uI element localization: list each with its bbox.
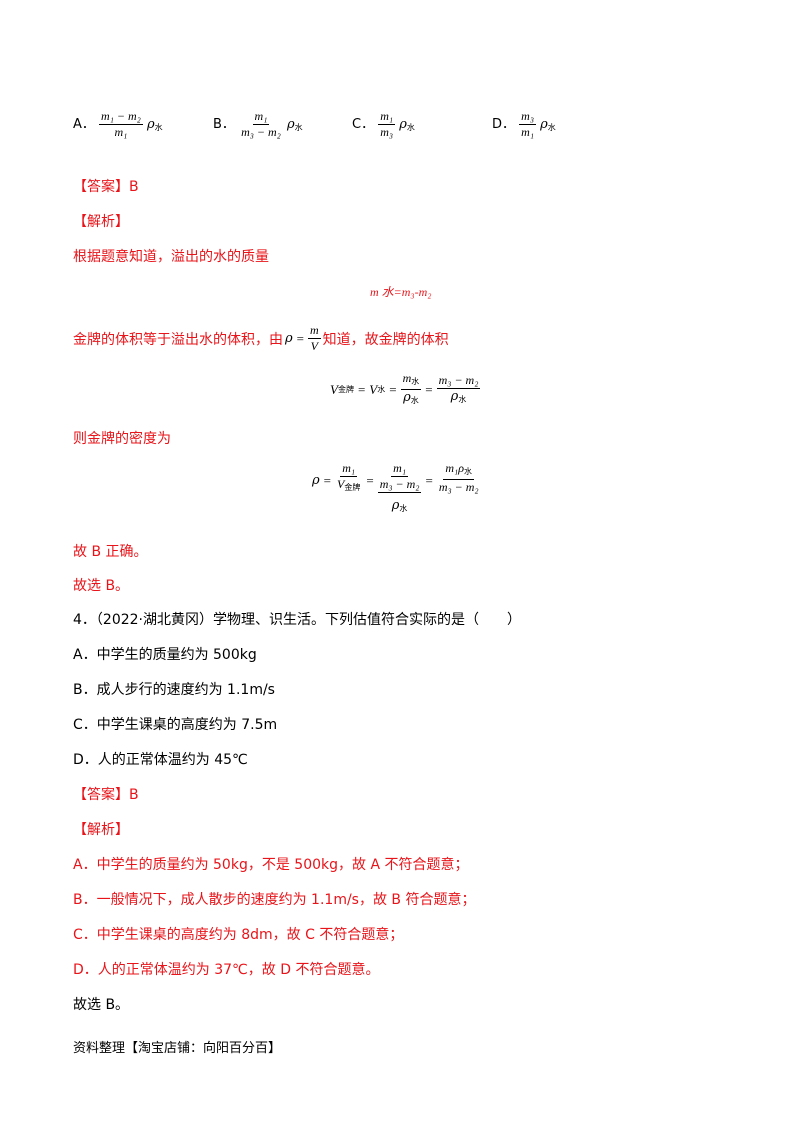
equals-sign: = [323,473,331,488]
water-subscript: 水 [458,394,467,404]
water-subscript: 水 [547,123,556,132]
q3-equation-1: m 水=m₃-m₂ [370,285,432,299]
option-d: D． m₃ m₁ ρ水 [492,110,556,139]
rho-symbol: ρ [399,117,407,132]
q3-equation-3: ρ = m₁ V金牌 = m₁ m₃ − m₂ ρ水 = m₁ρ水 m₃ − m… [312,462,481,515]
q3-answer: 【答案】B [73,179,139,195]
mass-symbol: m [402,371,412,385]
eq3-fraction-2-inner-denominator: ρ水 [390,493,410,515]
eq3-fraction-2-inner-numerator: m₃ − m₂ [377,477,422,493]
q3-conclusion: 故 B 正确。 [73,544,148,560]
rho-symbol: ρ [286,117,295,132]
option-b-fraction: m₁ m₃ − m₂ [239,110,283,139]
eq2-fraction-2-numerator: m₃ − m₂ [436,372,481,389]
eq3-fraction-3-denominator: m₃ − m₂ [438,480,479,494]
water-subscript: 水 [154,123,163,132]
option-a-label: A． [73,117,95,132]
water-subscript: 水 [406,123,415,132]
q3-line-2-suffix: 知道，故金牌的体积 [322,331,449,348]
option-a-denominator: m₁ [114,125,128,139]
density-fraction: m V [308,324,321,353]
gold-subscript: 金牌 [344,483,361,492]
q3-line-3: 则金牌的密度为 [73,431,171,447]
q3-analysis-heading: 【解析】 [73,214,129,230]
volume-symbol: V [369,381,378,397]
option-c: C． m₁ m₃ ρ水 [352,110,415,139]
rho-symbol: ρ [391,498,400,513]
option-c-denominator: m₃ [380,125,394,139]
q4-explanation-b: B．一般情况下，成人散步的速度约为 1.1m/s，故 B 符合题意； [73,892,476,908]
density-denominator: V [310,339,318,353]
q3-line-2: 金牌的体积等于溢出水的体积，由 ρ = m V 知道，故金牌的体积 [73,324,449,353]
water-subscript: 水 [399,504,408,513]
gold-subscript: 金牌 [337,385,354,394]
volume-symbol: V [330,381,338,397]
equals-sign: = [366,473,374,488]
equals-sign: = [425,473,433,488]
density-numerator: m [308,323,321,339]
eq2-fraction-2: m₃ − m₂ ρ水 [436,372,481,406]
eq3-fraction-3-numerator-text: m₁ρ [445,461,464,475]
eq2-fraction-2-denominator: ρ水 [449,389,469,406]
q3-line-2-prefix: 金牌的体积等于溢出水的体积，由 [73,331,283,348]
water-subscript: 水 [294,123,303,132]
q4-option-a: A．中学生的质量约为 500kg [73,647,257,663]
option-b-denominator: m₃ − m₂ [241,125,281,139]
water-subscript: 水 [377,385,386,394]
rho-symbol: ρ [146,117,155,132]
q4-explanation-d: D．人的正常体温约为 37℃，故 D 不符合题意。 [73,962,380,978]
eq3-fraction-1-numerator: m₁ [340,461,358,477]
rho-symbol: ρ [403,390,411,405]
eq2-fraction-1-denominator: ρ水 [401,390,421,407]
q4-answer: 【答案】B [73,787,139,803]
option-a-fraction: m₁ − m₂ m₁ [99,110,143,139]
eq3-fraction-2: m₁ m₃ − m₂ ρ水 [377,461,422,515]
option-c-label: C． [352,117,375,132]
option-d-denominator: m₁ [521,125,534,139]
rho-symbol: ρ [312,473,320,488]
rho-symbol: ρ [285,331,293,346]
option-d-fraction: m₃ m₁ [519,110,536,139]
eq2-fraction-1-numerator: m水 [400,371,422,390]
equals-sign: = [389,381,397,397]
eq3-fraction-3: m₁ρ水 m₃ − m₂ [437,462,481,494]
q4-analysis-heading: 【解析】 [73,822,129,838]
option-b-numerator: m₁ [252,109,270,125]
option-d-label: D． [492,117,516,132]
footer-source: 资料整理【淘宝店铺：向阳百分百】 [73,1041,282,1056]
option-c-numerator: m₁ [378,109,396,125]
option-c-fraction: m₁ m₃ [378,109,396,139]
eq3-fraction-3-numerator: m₁ρ水 [443,462,474,480]
rho-symbol: ρ [540,117,548,132]
option-a-numerator: m₁ − m₂ [99,109,143,125]
q4-explanation-a: A．中学生的质量约为 50kg，不是 500kg，故 A 不符合题意； [73,857,469,873]
option-b: B． m₁ m₃ − m₂ ρ水 [213,110,303,139]
eq3-fraction-1: m₁ V金牌 [335,462,362,494]
option-b-label: B． [213,117,235,132]
option-a: A． m₁ − m₂ m₁ ρ水 [73,110,163,139]
q3-line-1: 根据题意知道，溢出的水的质量 [73,249,269,265]
volume-symbol: V [337,477,345,491]
option-d-numerator: m₃ [519,109,536,125]
equals-sign: = [425,381,433,397]
q4-choose: 故选 B。 [73,997,130,1013]
water-subscript: 水 [464,467,472,476]
q4-stem: 4．（2022·湖北黄冈）学物理、识生活。下列估值符合实际的是（ ） [73,612,521,628]
q4-option-d: D．人的正常体温约为 45℃ [73,752,248,768]
rho-symbol: ρ [450,388,459,404]
q4-option-b: B．成人步行的速度约为 1.1m/s [73,682,275,698]
water-subscript: 水 [411,377,420,386]
q3-choose: 故选 B。 [73,578,130,594]
eq3-fraction-1-denominator: V金牌 [335,477,362,494]
equals-sign: = [357,381,366,397]
eq2-fraction-1: m水 ρ水 [400,371,422,407]
density-formula: ρ = m V [285,324,321,353]
equals-sign: = [296,330,304,346]
eq3-fraction-2-numerator: m₁ [391,461,408,477]
water-subscript: 水 [410,396,419,405]
q4-option-c: C．中学生课桌的高度约为 7.5m [73,717,278,733]
q4-explanation-c: C．中学生课桌的高度约为 8dm，故 C 不符合题意； [73,927,404,943]
